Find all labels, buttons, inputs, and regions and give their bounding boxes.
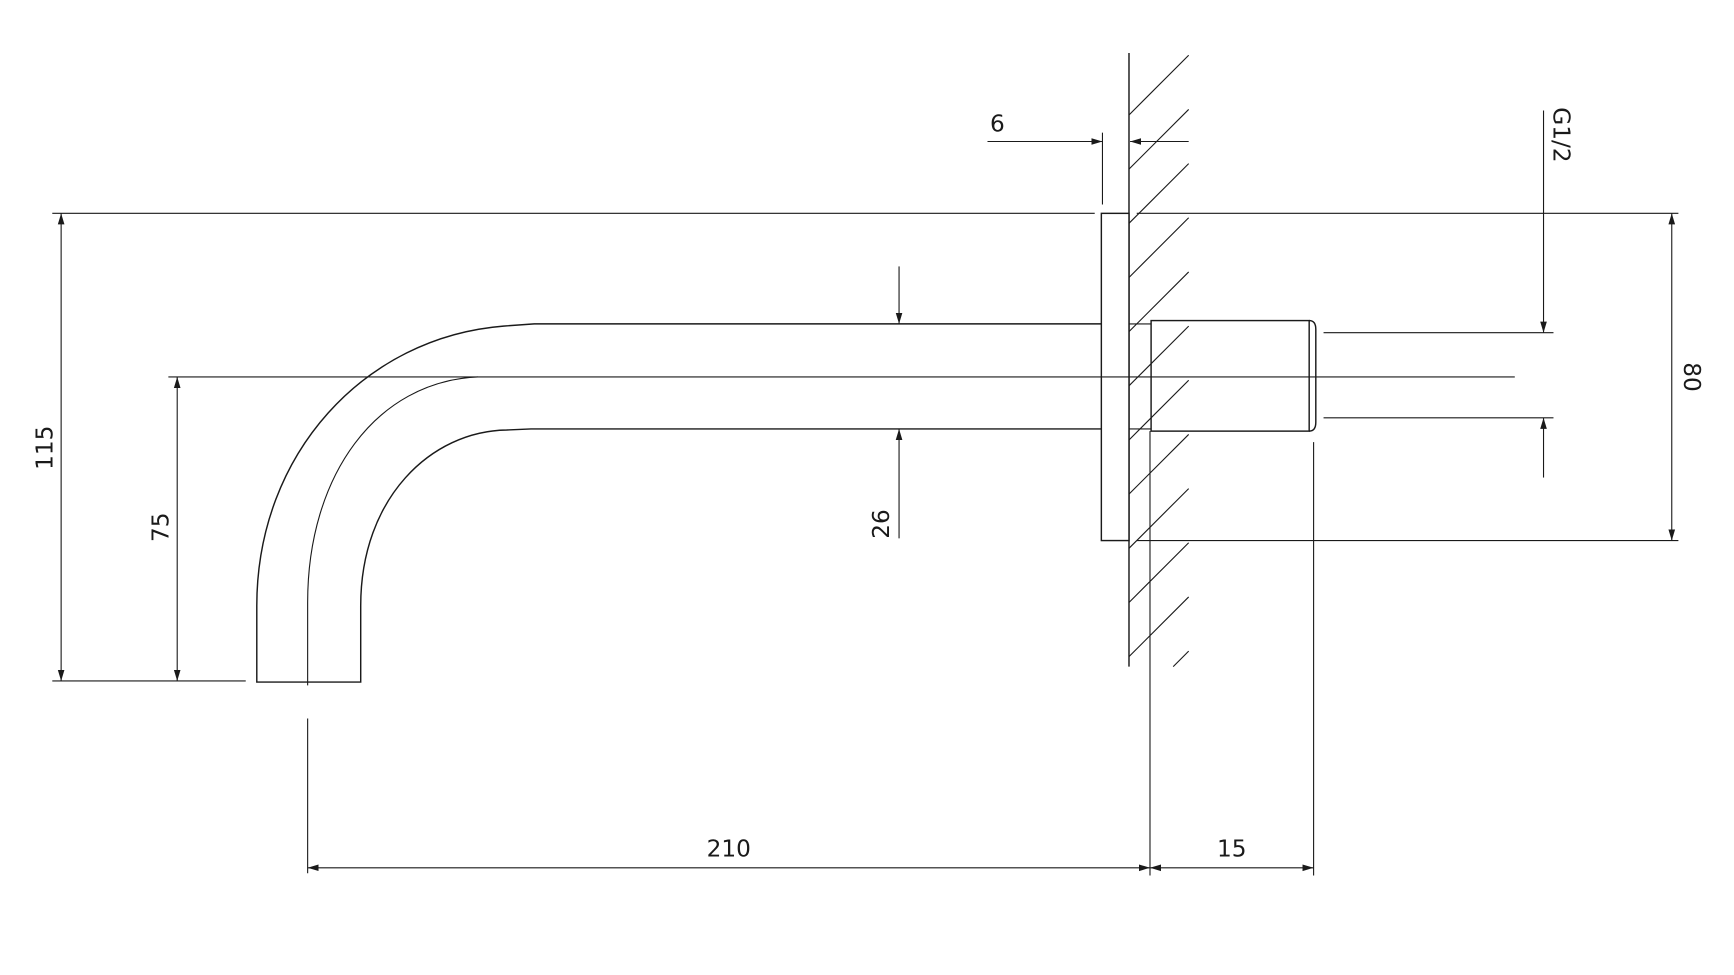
dim-label-26: 26 <box>868 509 895 539</box>
dim-label-80: 80 <box>1678 362 1705 392</box>
wall-hatching <box>1128 53 1190 667</box>
dim-label-g12: G1/2 <box>1547 107 1574 162</box>
hatch-line <box>1128 109 1190 170</box>
hatch-line <box>1128 434 1190 495</box>
dimension-g12: G1/2 <box>1540 107 1574 478</box>
hatch-line <box>1128 271 1190 333</box>
hatch-line <box>1128 542 1190 603</box>
hatch-line <box>1172 650 1190 667</box>
dimension-80: 80 <box>1668 213 1705 541</box>
dimension-115: 115 <box>31 213 65 681</box>
hatch-line <box>1128 379 1190 441</box>
threaded-fitting <box>1128 319 1317 432</box>
dimension-210: 210 <box>307 836 1150 872</box>
dim-label-15: 15 <box>1217 836 1247 863</box>
hatch-line <box>1128 54 1190 116</box>
dim-label-6: 6 <box>990 111 1005 138</box>
hatch-line <box>1128 163 1190 224</box>
dimension-26: 26 <box>868 266 903 539</box>
dimension-75: 75 <box>147 376 181 681</box>
dimension-6: 6 <box>987 111 1189 145</box>
hatch-line <box>1128 488 1190 549</box>
dim-label-210: 210 <box>707 836 751 863</box>
dim-label-75: 75 <box>147 513 174 543</box>
extension-lines <box>52 132 1679 876</box>
spout-pipe <box>256 323 1515 874</box>
hatch-line <box>1128 325 1190 387</box>
dim-label-115: 115 <box>31 426 58 470</box>
hatch-line <box>1128 596 1190 658</box>
dimension-15: 15 <box>1149 836 1314 872</box>
hatch-line <box>1128 217 1190 278</box>
